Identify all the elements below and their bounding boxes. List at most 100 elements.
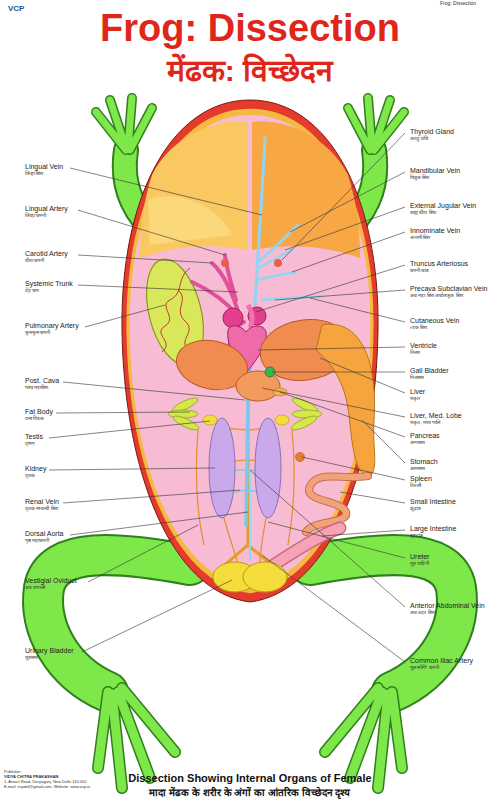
- title: Frog: Dissection: [100, 8, 400, 50]
- leader-lines: [340, 492, 405, 503]
- veins: [249, 470, 251, 560]
- part-name-hindi: अंड प्रणाली: [25, 585, 45, 591]
- arteries: [192, 255, 278, 568]
- part-name: Systemic Trunk: [25, 280, 73, 288]
- part-name-hindi: निलय: [410, 350, 420, 356]
- part-name: Thyroid Gland: [410, 128, 454, 136]
- part-name-hindi: बृहदांत्र: [410, 533, 423, 539]
- leader-lines: [285, 207, 405, 250]
- fat-bodies: [168, 410, 198, 418]
- heart: [248, 305, 252, 328]
- part-name-hindi: मूत्र वाहिनी: [410, 561, 429, 567]
- kidneys: [255, 418, 281, 518]
- leader-lines: [49, 421, 210, 438]
- right-limbs: [348, 98, 404, 150]
- part-name-hindi: क्षुद्रांत्र: [410, 506, 421, 512]
- publisher-logo: VCP: [8, 5, 24, 14]
- part-name-hindi: वृक्क: [25, 473, 35, 479]
- left-limbs: [96, 98, 152, 150]
- frog-body: [122, 100, 378, 602]
- part-name: Pulmonary Artery: [25, 322, 79, 330]
- part-name-hindi: पित्ताशय: [410, 375, 424, 381]
- fat-bodies: [275, 415, 289, 425]
- left-limbs: [43, 555, 190, 692]
- fat-bodies: [196, 430, 294, 545]
- leader-lines: [256, 265, 405, 312]
- part-name: Mandibular Vein: [410, 167, 460, 175]
- part-name: Urinary Bladder: [25, 647, 74, 655]
- fat-bodies: [172, 413, 201, 432]
- leader-lines: [262, 555, 405, 662]
- part-name: Small Intestine: [410, 498, 456, 506]
- part-name-hindi: यकृत, मध्य पालि: [410, 420, 440, 426]
- leader-lines: [275, 290, 405, 300]
- left-limbs: [96, 98, 152, 150]
- part-name-hindi: फुफ्फुस धमनी: [25, 330, 50, 336]
- right-limbs: [348, 98, 404, 150]
- leader-lines: [56, 412, 190, 413]
- urinary-bladder: [213, 562, 287, 592]
- right-limbs: [310, 555, 457, 692]
- intestine: [272, 528, 340, 566]
- thyroid: [274, 259, 282, 267]
- part-name: Liver: [410, 388, 425, 396]
- intestine: [272, 476, 368, 566]
- part-name-hindi: मूत्राशय: [25, 655, 38, 661]
- part-name-hindi: वसा पिंडक: [25, 416, 44, 422]
- part-name: Ventricle: [410, 342, 437, 350]
- leader-lines: [78, 285, 238, 292]
- thyroid: [221, 259, 229, 267]
- publisher-line: E-mail: vcpdel@gmail.com, Website: www.v…: [4, 785, 90, 789]
- leader-lines: [302, 457, 405, 480]
- fat-bodies: [168, 395, 322, 545]
- part-name-hindi: अग्र महा शिरा अधोजत्रुक शिरा: [410, 293, 463, 299]
- frog-body: [148, 196, 232, 245]
- caption-hindi: मादा मेंढक के शरीर के अंगों का आंतरिक वि…: [149, 787, 350, 798]
- publisher-line: VIDYA CHITRA PRAKASHAN: [4, 775, 58, 779]
- frog-body: [122, 100, 378, 602]
- part-name-hindi: ग्रीवा धमनी: [25, 258, 44, 264]
- leader-lines: [362, 420, 405, 463]
- part-name: Vestigial Oviduct: [25, 577, 77, 585]
- part-name: Anterior Abdominal Vein: [410, 602, 485, 610]
- leader-lines: [63, 382, 245, 400]
- leader-lines: [258, 347, 405, 350]
- caption: Dissection Showing Internal Organs of Fe…: [128, 772, 371, 784]
- leader-lines: [85, 305, 165, 327]
- part-name: Post. Cava: [25, 377, 59, 385]
- leader-lines: [250, 470, 405, 607]
- leader-lines: [78, 210, 225, 255]
- publisher-line: Publisher:: [4, 770, 22, 774]
- part-name: Innominate Vein: [410, 227, 460, 235]
- frog-body: [252, 121, 360, 258]
- part-name: Lingual Artery: [25, 205, 68, 213]
- part-name-hindi: धमनी कांड: [410, 268, 429, 274]
- part-name-hindi: वृक्क सम्बन्धी शिरा: [25, 506, 58, 512]
- part-name: Testis: [25, 433, 43, 441]
- veins: [258, 225, 322, 300]
- part-name: Liver, Med. Lobe: [410, 412, 462, 420]
- part-name-hindi: अवटु ग्रंथि: [410, 136, 428, 142]
- publisher-line: 1, Ansari Road, Daryaganj, New Delhi 110…: [4, 780, 86, 784]
- leader-lines: [282, 133, 405, 260]
- frog-limbs: [43, 98, 457, 788]
- leader-lines: [70, 512, 248, 535]
- leader-lines: [280, 392, 405, 437]
- stomach: [316, 324, 375, 478]
- urinary-bladder: [243, 562, 287, 592]
- leader-lines: [262, 388, 405, 417]
- part-name-hindi: अग्नाशय: [410, 440, 425, 446]
- leader-lines: [70, 168, 262, 215]
- kidneys: [224, 518, 266, 565]
- leader-lines: [272, 372, 405, 373]
- part-name-hindi: बाह्य ग्रीवा शिरा: [410, 210, 436, 216]
- part-name: Lingual Vein: [25, 163, 63, 171]
- part-name: Truncus Arteriosus: [410, 260, 468, 268]
- leader-lines: [49, 133, 405, 662]
- title-hindi: मेंढक: विच्छेदन: [167, 54, 333, 87]
- leader-lines: [310, 298, 405, 322]
- fat-bodies: [292, 410, 322, 418]
- part-name-hindi: जिव्हा शिरा: [25, 171, 43, 177]
